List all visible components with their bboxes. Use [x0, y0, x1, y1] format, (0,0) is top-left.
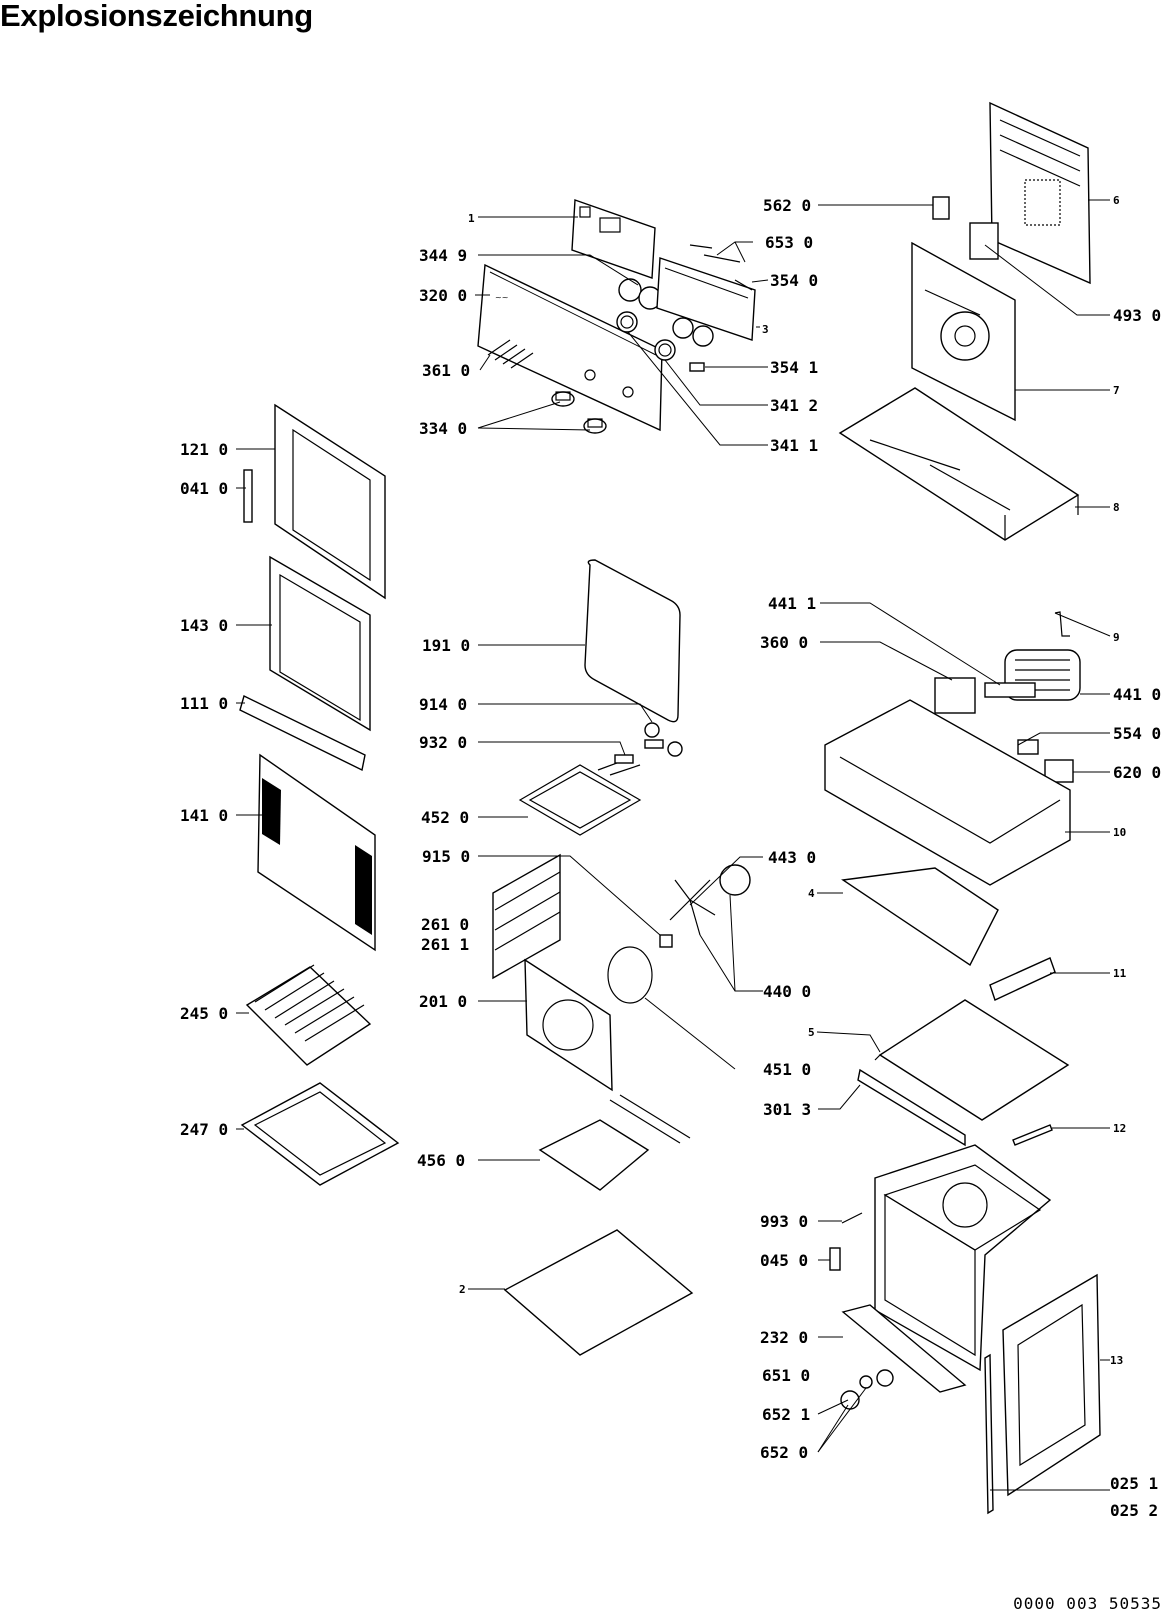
part-label-12: 12	[1113, 1122, 1126, 1135]
part-label-191-0: 191 0	[422, 636, 470, 655]
part-label-261-1: 261 1	[421, 935, 469, 954]
part-label-261-0: 261 0	[421, 915, 469, 934]
part-label-1: 1	[468, 212, 475, 225]
part-label-6: 6	[1113, 194, 1120, 207]
part-label-247-0: 247 0	[180, 1120, 228, 1139]
part-label-301-3: 301 3	[763, 1100, 811, 1119]
part-label-341-2: 341 2	[770, 396, 818, 415]
part-label-361-0: 361 0	[422, 361, 470, 380]
part-label-932-0: 932 0	[419, 733, 467, 752]
part-label-3: 3	[762, 323, 769, 336]
part-label-7: 7	[1113, 384, 1120, 397]
part-label-443-0: 443 0	[768, 848, 816, 867]
leader-lines	[236, 199, 1111, 1491]
part-label-025-2: 025 2	[1110, 1501, 1158, 1520]
part-label-441-1: 441 1	[768, 594, 816, 613]
part-label-652-1: 652 1	[762, 1405, 810, 1424]
part-label-993-0: 993 0	[760, 1212, 808, 1231]
part-label-8: 8	[1113, 501, 1120, 514]
part-label-456-0: 456 0	[417, 1151, 465, 1170]
part-label-201-0: 201 0	[419, 992, 467, 1011]
part-label-360-0: 360 0	[760, 633, 808, 652]
control-panel-assembly: ~~	[477, 199, 756, 434]
part-label-652-0: 652 0	[760, 1443, 808, 1462]
part-label-334-0: 334 0	[419, 419, 467, 438]
part-label-440-0: 440 0	[763, 982, 811, 1001]
document-number: 0000 003 50535	[1013, 1594, 1162, 1613]
svg-text:~~: ~~	[495, 293, 508, 302]
oven-interior-parts	[492, 559, 751, 1356]
part-label-620-0: 620 0	[1113, 763, 1161, 782]
page-title: Explosionszeichnung	[0, 0, 313, 33]
part-label-651-0: 651 0	[762, 1366, 810, 1385]
part-label-9: 9	[1113, 631, 1120, 644]
part-label-354-1: 354 1	[770, 358, 818, 377]
part-label-232-0: 232 0	[760, 1328, 808, 1347]
part-label-441-0: 441 0	[1113, 685, 1161, 704]
cavity-assembly	[824, 611, 1101, 1515]
part-label-344-9: 344 9	[419, 246, 467, 265]
part-label-562-0: 562 0	[763, 196, 811, 215]
part-label-554-0: 554 0	[1113, 724, 1161, 743]
part-labels: 1 344 9 320 0 361 0 334 0 653 0 354 0 3 …	[180, 194, 1161, 1520]
part-label-245-0: 245 0	[180, 1004, 228, 1023]
part-label-11: 11	[1113, 967, 1127, 980]
part-label-143-0: 143 0	[180, 616, 228, 635]
part-label-025-1: 025 1	[1110, 1474, 1158, 1493]
part-label-141-0: 141 0	[180, 806, 228, 825]
part-label-5: 5	[808, 1026, 815, 1039]
door-assembly	[239, 403, 400, 1186]
part-label-2: 2	[459, 1283, 466, 1296]
part-label-452-0: 452 0	[421, 808, 469, 827]
part-label-493-0: 493 0	[1113, 306, 1161, 325]
part-label-320-0: 320 0	[419, 286, 467, 305]
part-label-915-0: 915 0	[422, 847, 470, 866]
part-label-10: 10	[1113, 826, 1126, 839]
part-label-111-0: 111 0	[180, 694, 228, 713]
part-label-914-0: 914 0	[419, 695, 467, 714]
part-label-041-0: 041 0	[180, 479, 228, 498]
part-label-354-0: 354 0	[770, 271, 818, 290]
part-label-13: 13	[1110, 1354, 1123, 1367]
part-label-121-0: 121 0	[180, 440, 228, 459]
part-label-653-0: 653 0	[765, 233, 813, 252]
part-label-4: 4	[808, 887, 815, 900]
rear-panel-assembly	[838, 101, 1091, 541]
part-label-451-0: 451 0	[763, 1060, 811, 1079]
part-label-045-0: 045 0	[760, 1251, 808, 1270]
part-label-341-1: 341 1	[770, 436, 818, 455]
